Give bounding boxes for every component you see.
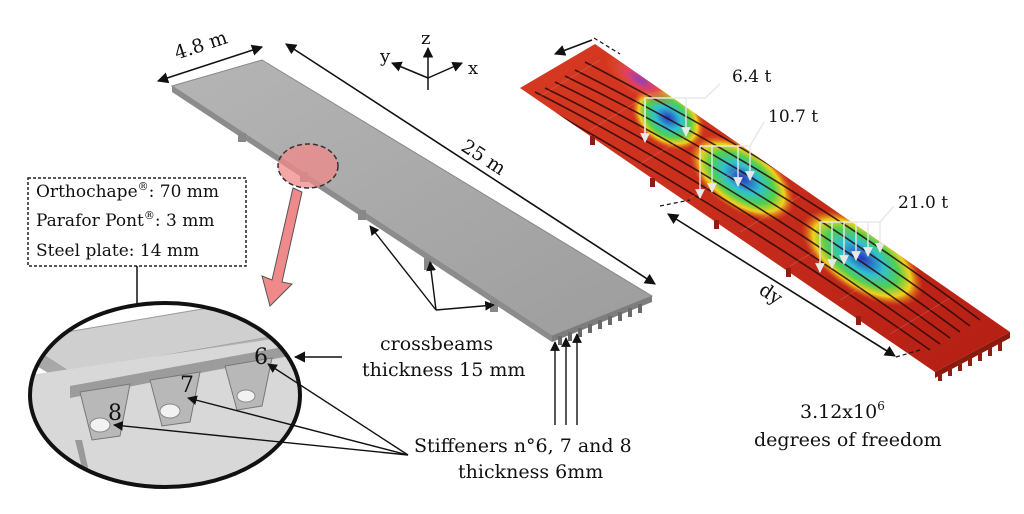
load-10-7t: 10.7 t [695,107,818,199]
crossbeams-callout: crossbeams thickness 15 mm [293,225,525,381]
stiffener-ends [558,304,642,345]
layer-steel-plate: Steel plate: 14 mm [36,241,199,261]
dy-label: dy [755,279,786,310]
load-21-0t-label: 21.0 t [898,193,948,213]
load-10-7t-label: 10.7 t [768,107,818,127]
length-dimension-arrow [285,43,656,285]
axis-triad: z y x [379,28,478,90]
dof-label: degrees of freedom [754,429,942,451]
support-arrows [550,333,582,425]
axis-y-label: y [379,46,391,67]
deck-side [552,296,652,342]
axis-z-label: z [421,28,430,49]
zoom-detail: 6 7 8 [28,301,302,489]
width-dimension-label: 4.8 m [172,27,230,65]
stiffeners-thickness: thickness 6mm [458,461,603,483]
zoom-arrow [261,187,303,307]
stiffener-8-label: 8 [108,401,122,426]
stiffeners-callout: Stiffeners n°6, 7 and 8 thickness 6mm [113,363,632,483]
load-6-4t: 6.4 t [640,67,771,143]
width-dimension-arrow [156,44,264,84]
crossbeams-label: crossbeams [380,333,493,355]
crossbeams-thickness: thickness 15 mm [362,359,525,381]
layer-parafor-pont: Parafor Pont®: 3 mm [36,209,215,231]
dof-value: 3.12x106 [800,399,885,423]
axis-x-label: x [468,58,478,79]
load-6-4t-label: 6.4 t [732,67,771,87]
fe-width-dimension [553,37,621,56]
layer-orthochape: Orthochape®: 70 mm [36,180,219,202]
stiffener-7-label: 7 [180,373,194,398]
stiffener-6-label: 6 [254,345,268,370]
stiffeners-label: Stiffeners n°6, 7 and 8 [414,435,632,457]
zoom-highlight [277,143,339,189]
layers-box: Orthochape®: 70 mm Parafor Pont®: 3 mm S… [27,177,247,331]
